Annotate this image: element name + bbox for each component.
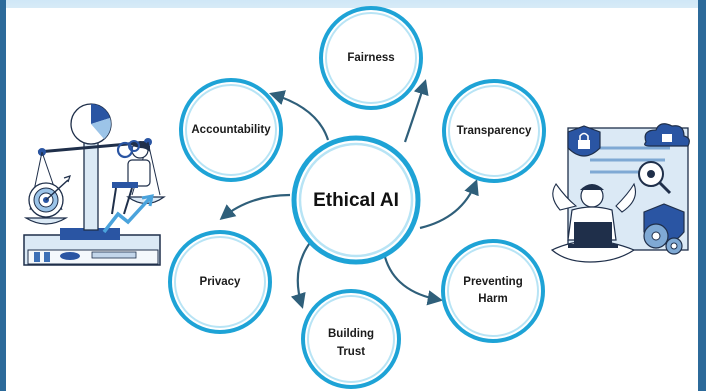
base-block	[44, 252, 50, 262]
arrow-to-fairness	[403, 79, 429, 143]
node-accountability-label: Accountability	[191, 124, 271, 136]
person-with-magnifier-icon	[111, 140, 151, 215]
node-transparency-label: Transparency	[457, 125, 532, 137]
data-security-illustration	[550, 123, 690, 263]
bug-icon	[647, 170, 655, 178]
pie-slice	[91, 104, 110, 124]
frame-edge-left	[0, 0, 6, 391]
magnifier-handle	[658, 181, 672, 195]
base-disc	[60, 252, 80, 260]
scale-pan-left	[23, 217, 69, 225]
node-preventing-harm-label-line2: Harm	[478, 293, 507, 305]
wing-left-icon	[552, 183, 578, 211]
node-building-trust-label-line1: Building	[328, 328, 374, 340]
center-label: Ethical AI	[313, 190, 399, 211]
person-with-laptop-icon	[550, 182, 637, 263]
node-preventing-harm: Preventing Harm	[441, 239, 545, 343]
scale-beam	[37, 140, 151, 154]
node-privacy-label: Privacy	[200, 276, 242, 288]
node-preventing-harm-label-line1: Preventing	[463, 276, 522, 288]
pie-slice	[91, 118, 111, 139]
node-privacy: Privacy	[168, 230, 272, 334]
growth-arrow-icon	[102, 196, 152, 234]
node-transparency: Transparency	[442, 79, 546, 183]
lock-body	[662, 134, 672, 142]
arrow-to-transparency	[419, 179, 479, 230]
lock-body	[578, 140, 590, 149]
arrow-to-privacy	[219, 193, 291, 220]
wing-right-icon	[615, 182, 637, 213]
arrow-to-building-trust	[290, 239, 313, 309]
arrow-to-preventing-harm	[383, 256, 444, 306]
arrow-to-accountability	[269, 90, 330, 141]
connector-arrows	[219, 79, 479, 309]
justice-scale-illustration	[23, 103, 166, 266]
node-fairness-label: Fairness	[347, 52, 394, 64]
growth-arrow-head	[141, 194, 154, 207]
target-icon	[28, 175, 71, 218]
node-accountability: Accountability	[179, 78, 283, 182]
base-slab	[91, 251, 137, 259]
node-building-trust-label-line2: Trust	[337, 346, 365, 358]
scale-pillar	[83, 129, 99, 231]
lock-shackle	[579, 132, 589, 140]
node-ethical-ai-center: Ethical AI	[291, 135, 421, 265]
node-building-trust: Building Trust	[301, 289, 401, 389]
base-block	[34, 252, 40, 262]
frame-edge-right	[698, 0, 706, 391]
gear-icon	[665, 237, 683, 255]
gear-icon	[643, 223, 669, 249]
node-fairness: Fairness	[319, 6, 423, 110]
